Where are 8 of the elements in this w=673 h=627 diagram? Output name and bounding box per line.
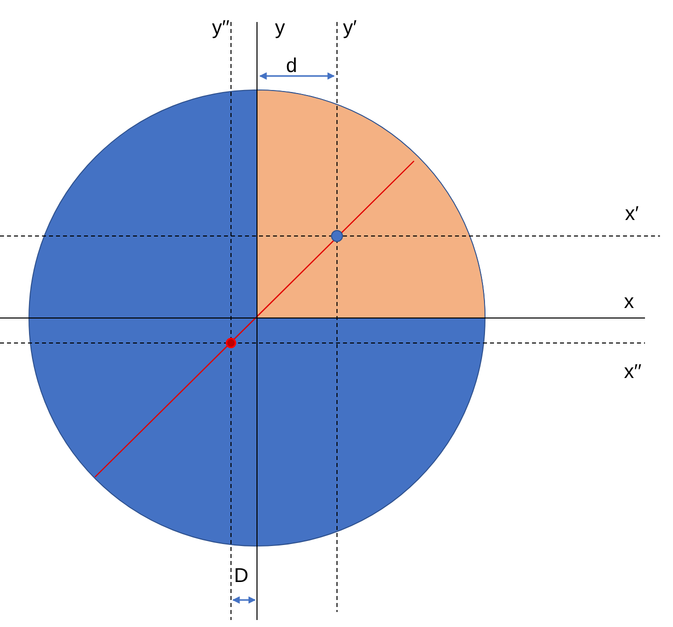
dimension-label: d [286,56,298,76]
axis-label: x′ [625,204,639,224]
axis-label: y′ [343,18,357,38]
dimension-label: D [234,566,248,586]
axis-label: x′′ [624,362,642,382]
axis-label: x [624,292,634,312]
axis-label: y′′ [212,18,230,38]
axis-label: y [275,18,285,38]
